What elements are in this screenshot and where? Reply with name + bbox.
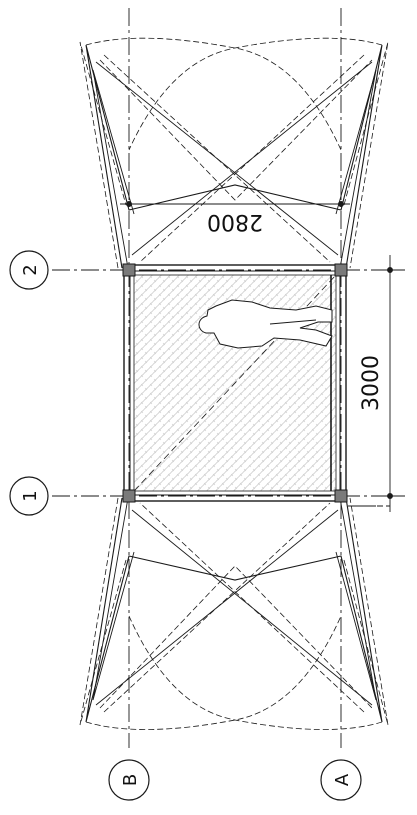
lower-arc-left [85,615,342,730]
upper-cross-2 [131,61,373,256]
lower-canopy-dashed [79,497,389,726]
platform-outer [123,264,347,502]
platform-inner [129,270,341,496]
upper-arc-left [85,37,342,151]
canopy-outline [79,37,389,730]
platform-inner-2 [133,274,337,492]
grid-bubble-2: 2 [9,250,49,290]
grid-bubble-1: 1 [9,476,49,516]
lower-arc-right [128,615,383,730]
lower-cross-2-dash [139,502,365,713]
column-b1 [122,489,136,503]
lower-canopy-solid [85,497,383,723]
grid-label-b: B [120,774,141,786]
grid-label-a: A [332,773,353,786]
grid-label-2: 2 [20,264,41,275]
column-a1 [334,489,348,503]
upper-canopy-inner [92,69,377,269]
human-figure [198,299,333,349]
upper-cross-2-dash [139,54,365,263]
dimension-width [120,201,350,207]
columns [122,263,348,503]
lower-canopy-inner [92,497,377,701]
dimension-length [348,255,400,512]
lower-cross-1-dash [103,502,331,713]
grid-bubble-b: B [108,759,150,801]
dimension-length-label: 3000 [359,355,384,411]
dimension-width-label: 2800 [207,209,263,234]
upper-cross-1-dash [103,54,331,263]
grid-label-1: 1 [20,490,41,501]
column-a2 [334,263,348,277]
column-b2 [122,263,136,277]
grid-bubble-a: A [320,759,362,801]
upper-canopy-dashed [79,41,389,269]
upper-arc-right [128,37,383,151]
